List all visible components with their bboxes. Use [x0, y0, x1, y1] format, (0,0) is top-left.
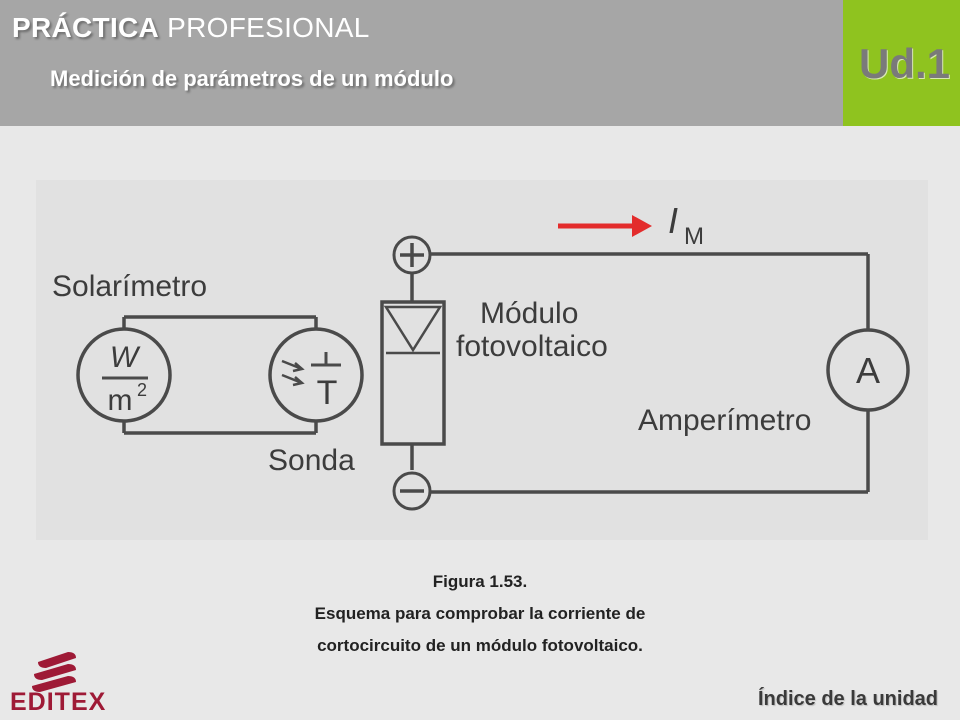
- ammeter-circle: [826, 328, 910, 412]
- module-box: [380, 300, 446, 446]
- editex-logo: EDITEX: [10, 648, 105, 716]
- page-title: PRÁCTICA PROFESIONAL: [12, 12, 370, 44]
- probe-circle: [268, 327, 364, 423]
- header-bar: PRÁCTICA PROFESIONAL Medición de parámet…: [0, 0, 843, 126]
- solarimeter-unit-exp: 2: [137, 380, 147, 400]
- module-diode-icon: [383, 305, 443, 353]
- unit-badge: Ud.1: [843, 0, 960, 126]
- unit-label: Ud.1: [858, 40, 950, 87]
- ammeter-symbol: A: [856, 350, 880, 391]
- solarimeter-label: Solarímetro: [52, 270, 207, 303]
- current-label: I: [668, 200, 678, 241]
- probe-label: Sonda: [268, 444, 355, 477]
- figure-caption: Figura 1.53. Esquema para comprobar la c…: [0, 566, 960, 662]
- light-rays-icon: [281, 359, 305, 387]
- current-subscript: M: [684, 223, 704, 250]
- ammeter-label: Amperímetro: [638, 404, 811, 437]
- circuit-wires: [122, 252, 870, 494]
- caption-line-2: cortocircuito de un módulo fotovoltaico.: [317, 636, 643, 655]
- page-subtitle: Medición de parámetros de un módulo: [50, 66, 454, 91]
- editex-wordmark: EDITEX: [10, 688, 107, 716]
- probe-symbol: T: [317, 374, 338, 412]
- unit-index-link[interactable]: Índice de la unidad: [757, 688, 938, 710]
- current-arrow-icon: [632, 215, 652, 237]
- caption-figure-number: Figura 1.53.: [432, 572, 528, 591]
- caption-line-1: Esquema para comprobar la corriente de: [314, 604, 646, 623]
- title-rest: PROFESIONAL: [159, 12, 370, 43]
- title-bold: PRÁCTICA: [12, 12, 160, 43]
- module-label-line2: fotovoltaico: [456, 330, 608, 363]
- module-label-line1: Módulo: [480, 297, 578, 330]
- solarimeter-circle: [76, 327, 172, 423]
- solarimeter-unit-den: m: [108, 384, 133, 417]
- circuit-diagram: W m 2 T A I M Solarímetro Sonda Módulo f…: [36, 180, 928, 540]
- book-stack-icon: [32, 652, 76, 692]
- solarimeter-unit-num: W: [110, 341, 141, 374]
